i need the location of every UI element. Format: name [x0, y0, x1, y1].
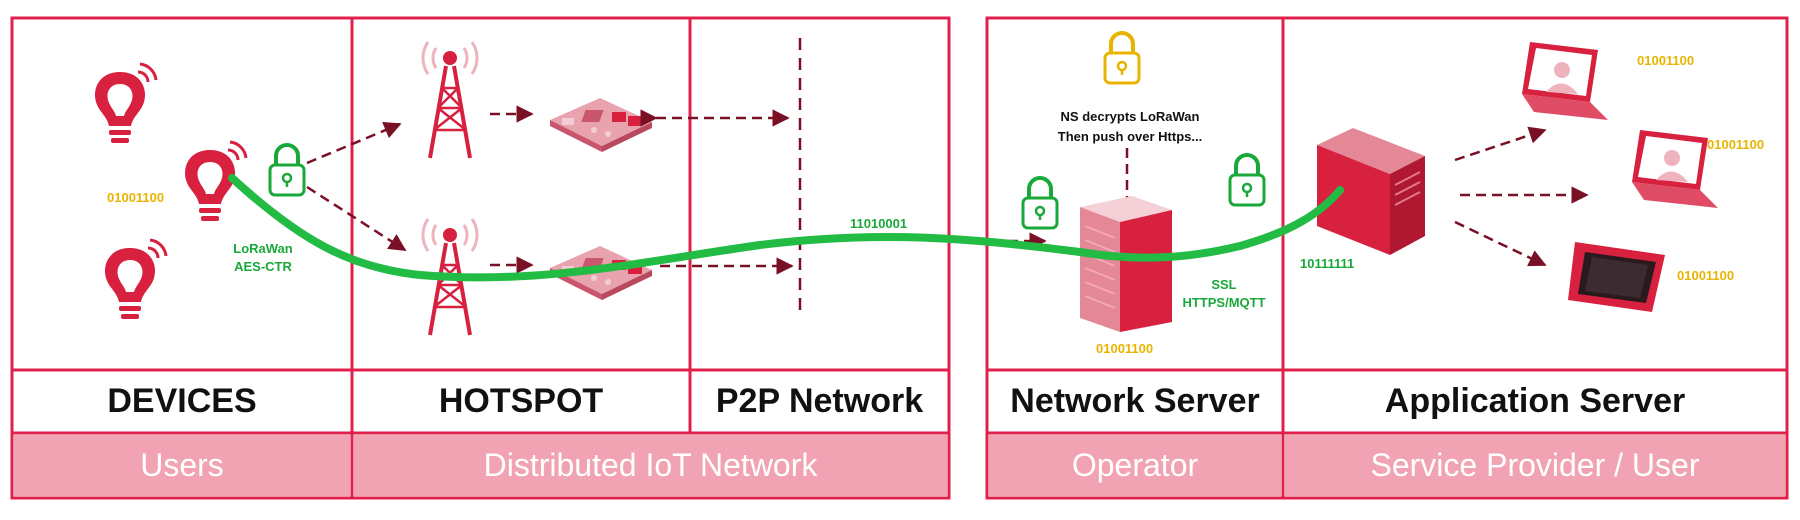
ns-binary-label: 01001100 — [1096, 341, 1154, 356]
p2p-binary-label: 11010001 — [850, 216, 908, 231]
footer-operator: Operator — [989, 435, 1281, 496]
app-binary-label: 10111111 — [1300, 256, 1355, 271]
client-binary-label: 01001100 — [1637, 53, 1695, 68]
column-title-p2p-network: P2P Network — [692, 372, 947, 431]
ns-note: NS decrypts LoRaWan Then push over Https… — [1040, 107, 1220, 147]
aes-ctr-line: AES-CTR — [234, 259, 292, 274]
column-title-application-server: Application Server — [1285, 372, 1785, 431]
arrow — [306, 185, 407, 252]
footer-users: Users — [14, 435, 350, 496]
ssl-line: SSL — [1211, 277, 1237, 292]
arrow — [1454, 220, 1547, 267]
footer-distributed-iot-network: Distributed IoT Network — [354, 435, 947, 496]
server-rack-icon — [1080, 196, 1172, 332]
ns-note-line2: Then push over Https... — [1057, 129, 1203, 144]
device-binary-label: 01001100 — [107, 190, 165, 205]
lorawan-label: LoRaWan AES-CTR — [232, 240, 294, 276]
column-title-devices: DEVICES — [14, 372, 350, 431]
ssl-label: SSL HTTPS/MQTT — [1178, 276, 1270, 312]
encrypted-data-path — [228, 174, 1344, 282]
tablet-icon — [1568, 242, 1665, 312]
arrow — [306, 122, 402, 165]
client-binary-label: 01001100 — [1707, 137, 1765, 152]
client-binary-label: 01001100 — [1677, 268, 1735, 283]
column-title-network-server: Network Server — [989, 372, 1281, 431]
ns-note-line1: NS decrypts LoRaWan — [1060, 109, 1200, 124]
footer-service-provider: Service Provider / User — [1285, 435, 1785, 496]
https-mqtt-line: HTTPS/MQTT — [1182, 295, 1266, 310]
column-title-hotspot: HOTSPOT — [354, 372, 688, 431]
tower-server-icon — [1317, 128, 1425, 255]
lorawan-line: LoRaWan — [233, 241, 293, 256]
